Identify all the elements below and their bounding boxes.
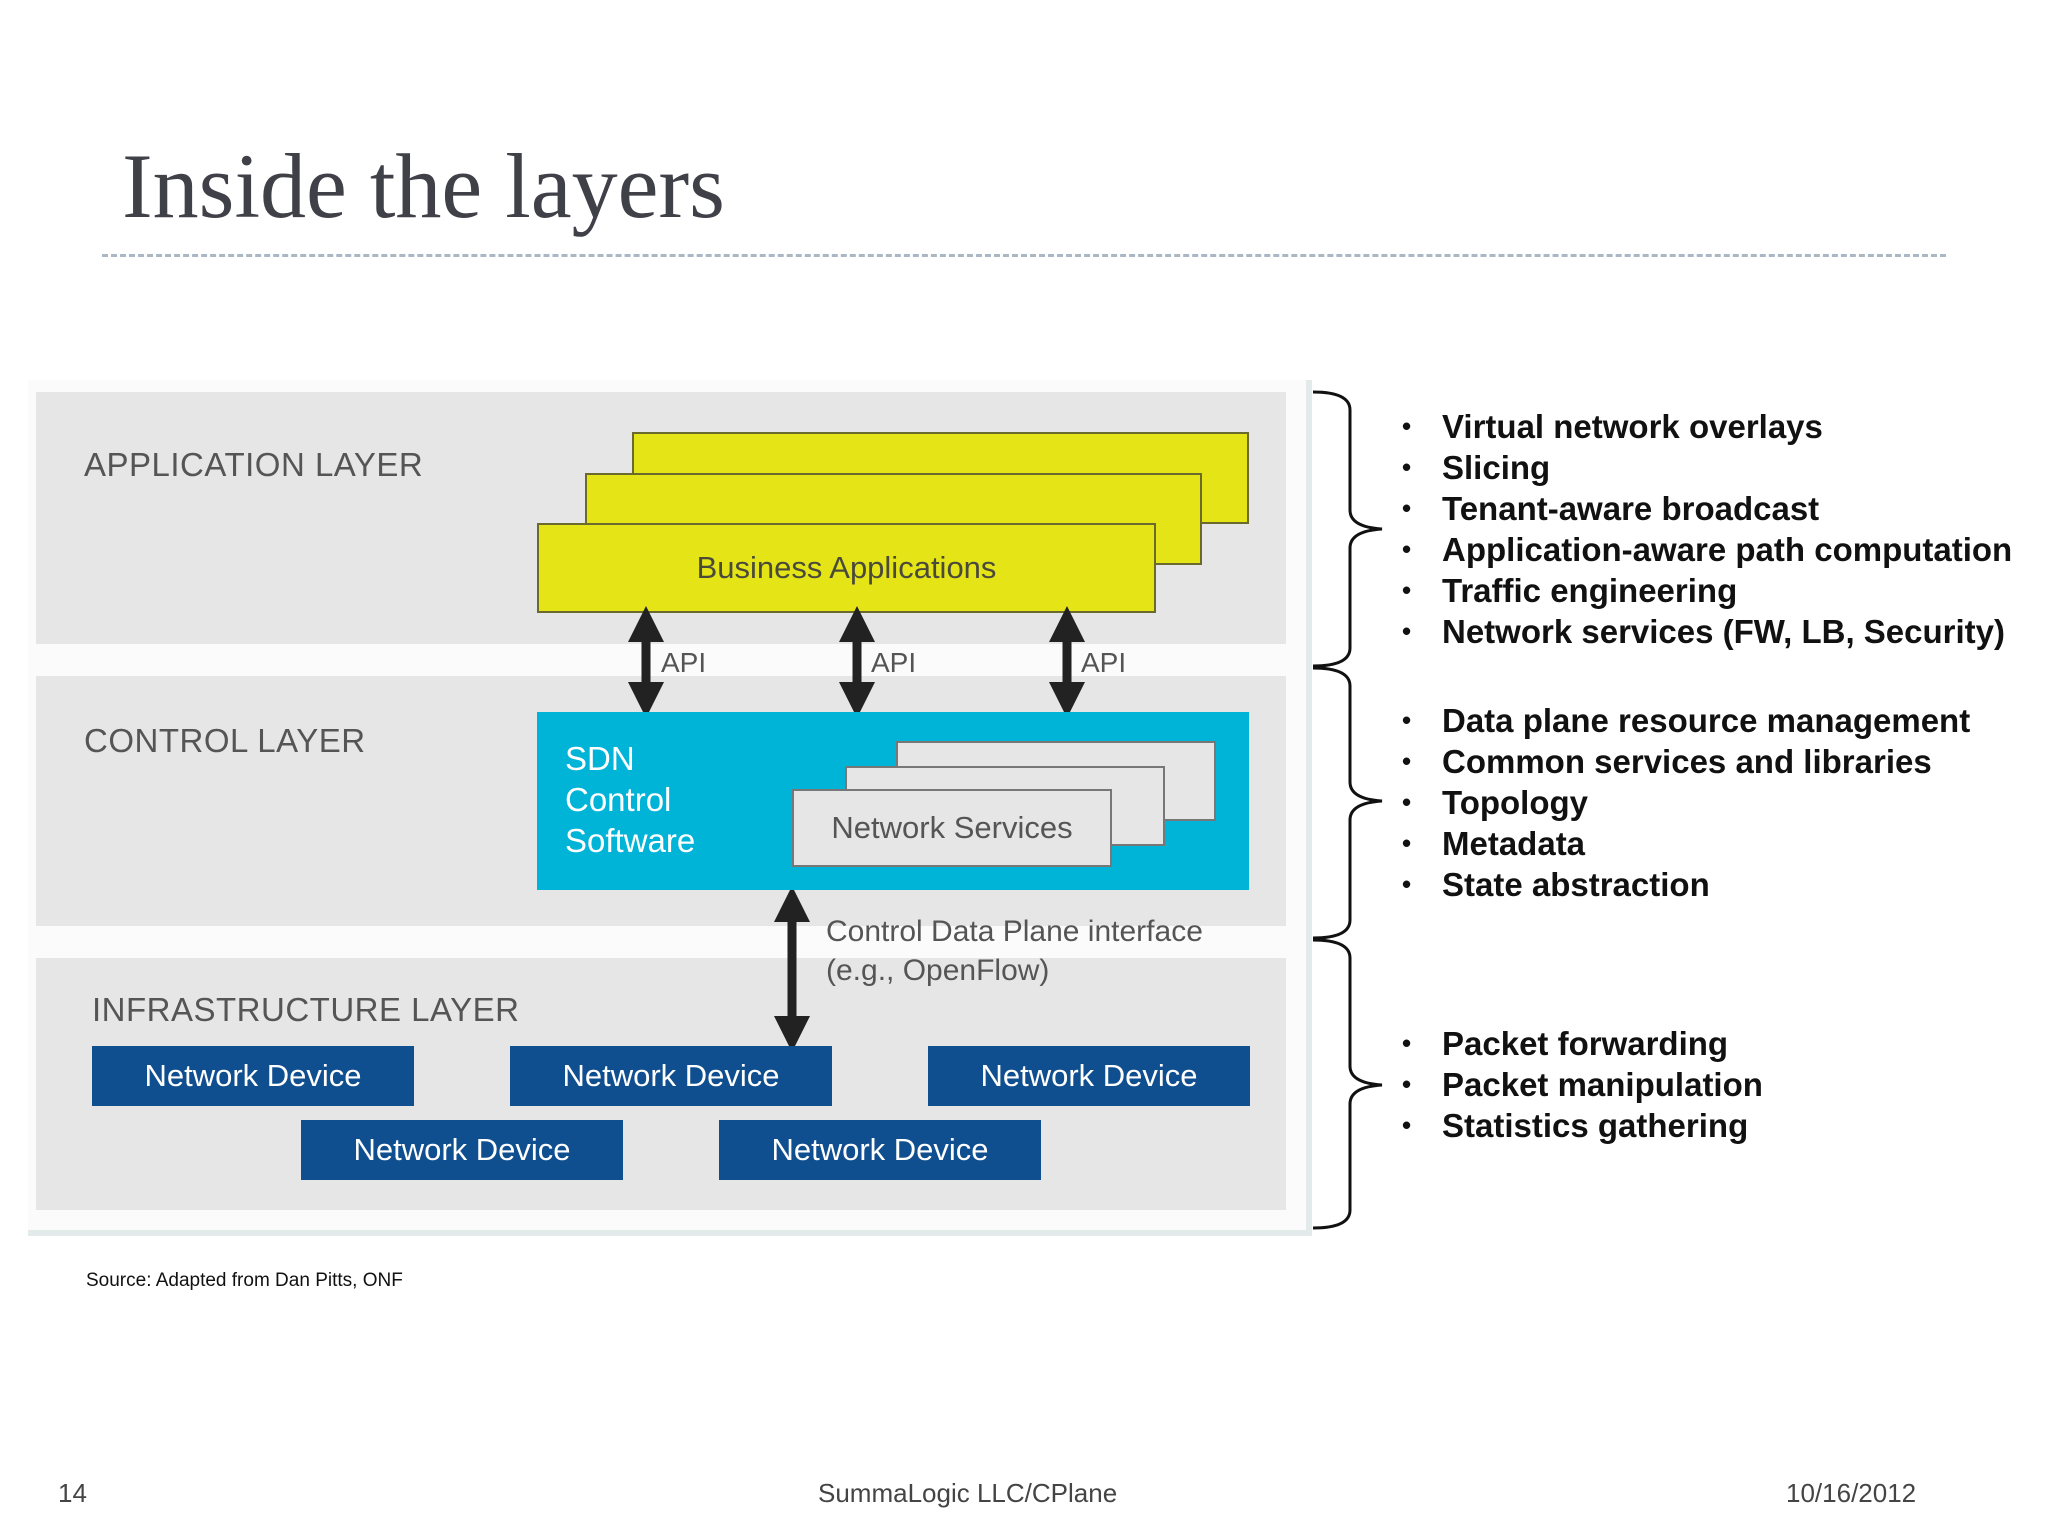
list-item: Common services and libraries xyxy=(1402,741,1970,782)
slide-title: Inside the layers xyxy=(122,135,725,237)
list-item: Slicing xyxy=(1402,447,2012,488)
list-item: Application-aware path computation xyxy=(1402,529,2012,570)
network-device-4: Network Device xyxy=(301,1120,623,1180)
business-applications-label: Business Applications xyxy=(696,550,997,585)
control-brace xyxy=(1312,666,1383,940)
list-item: Data plane resource management xyxy=(1402,700,1970,741)
network-device-1: Network Device xyxy=(92,1046,414,1106)
list-item: Traffic engineering xyxy=(1402,570,2012,611)
sdn-control-label: SDN Control Software xyxy=(565,740,696,859)
list-item: Topology xyxy=(1402,782,1970,823)
control-layer-label: CONTROL LAYER xyxy=(84,722,366,759)
api-label-2: API xyxy=(871,647,917,678)
infrastructure-brace xyxy=(1312,938,1383,1230)
api-label-1: API xyxy=(661,647,707,678)
control-layer-bullets: Data plane resource management Common se… xyxy=(1402,700,1970,905)
network-device-2: Network Device xyxy=(510,1046,832,1106)
network-device-3: Network Device xyxy=(928,1046,1250,1106)
title-divider xyxy=(102,254,1946,257)
list-item: Network services (FW, LB, Security) xyxy=(1402,611,2012,652)
application-brace xyxy=(1312,390,1383,668)
list-item: State abstraction xyxy=(1402,864,1970,905)
list-item: Metadata xyxy=(1402,823,1970,864)
infrastructure-layer-label: INFRASTRUCTURE LAYER xyxy=(92,991,520,1028)
application-layer-label: APPLICATION LAYER xyxy=(84,446,424,483)
api-label-3: API xyxy=(1081,647,1127,678)
list-item: Packet forwarding xyxy=(1402,1023,1763,1064)
footer-organization: SummaLogic LLC/CPlane xyxy=(818,1478,1118,1508)
network-device-5: Network Device xyxy=(719,1120,1041,1180)
source-caption: Source: Adapted from Dan Pitts, ONF xyxy=(86,1270,403,1291)
list-item: Statistics gathering xyxy=(1402,1105,1763,1146)
list-item: Tenant-aware broadcast xyxy=(1402,488,2012,529)
footer-date: 10/16/2012 xyxy=(1786,1478,1917,1508)
slide-number: 14 xyxy=(58,1478,87,1508)
network-services-label: Network Services xyxy=(831,810,1073,845)
list-item: Virtual network overlays xyxy=(1402,406,2012,447)
network-services-card: Network Services xyxy=(792,789,1112,867)
business-app-card: Business Applications xyxy=(537,523,1156,613)
infrastructure-layer-bullets: Packet forwarding Packet manipulation St… xyxy=(1402,1023,1763,1146)
application-layer-bullets: Virtual network overlays Slicing Tenant-… xyxy=(1402,406,2012,652)
control-data-plane-label: Control Data Plane interface (e.g., Open… xyxy=(826,915,1203,987)
list-item: Packet manipulation xyxy=(1402,1064,1763,1105)
